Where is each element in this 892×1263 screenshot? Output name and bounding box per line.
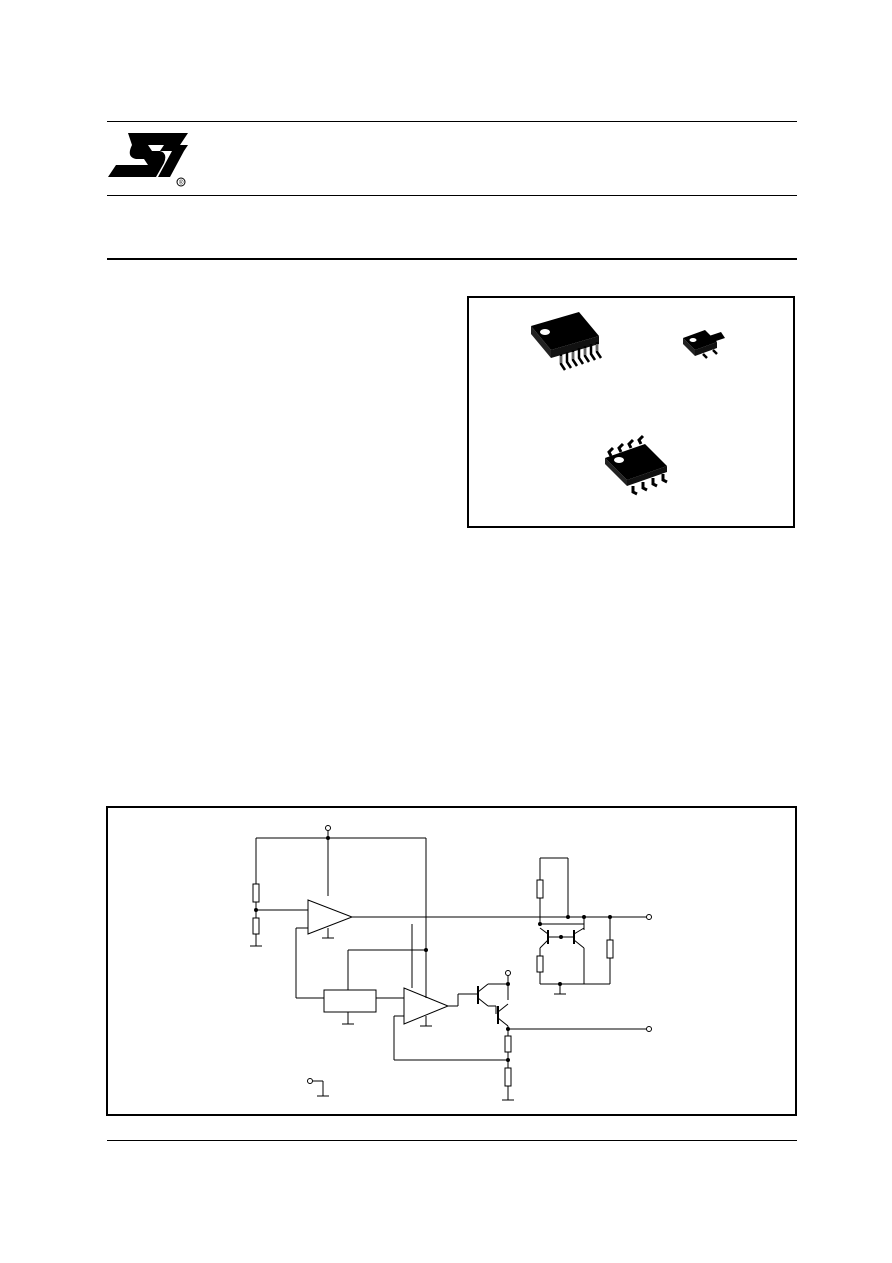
registered-mark: ® (179, 180, 184, 187)
reference-block (323, 989, 377, 1013)
supply-terminal-icon (325, 825, 331, 838)
block-diagram-box (106, 806, 797, 1116)
header-top-rule (107, 121, 797, 122)
st-logo-icon: ® (106, 131, 192, 194)
supply-terminal-icon (505, 970, 511, 976)
package-3-pin-icon (683, 330, 725, 359)
transistor-icon (539, 927, 549, 949)
resistor-icon (504, 1067, 512, 1087)
package-8-pin-so-icon (605, 434, 668, 496)
package-images-box (467, 296, 795, 528)
resistor-icon (606, 939, 614, 959)
resistor-icon (536, 879, 544, 899)
resistor-icon (536, 955, 544, 973)
header-middle-rule (107, 195, 797, 196)
footer-rule (107, 1140, 797, 1141)
output-terminal-icon (646, 1026, 652, 1032)
output-terminal-icon (646, 914, 652, 920)
transistor-icon (497, 1003, 509, 1027)
ground-terminal-icon (307, 1078, 329, 1097)
transistor-icon (573, 927, 585, 949)
resistor-icon (252, 917, 260, 935)
transistor-icon (477, 983, 489, 1007)
package-7-pin-icon (531, 312, 603, 371)
resistor-icon (504, 1035, 512, 1053)
op-amp-icon (307, 899, 354, 935)
resistor-icon (252, 883, 260, 903)
header-bottom-rule (107, 258, 797, 260)
